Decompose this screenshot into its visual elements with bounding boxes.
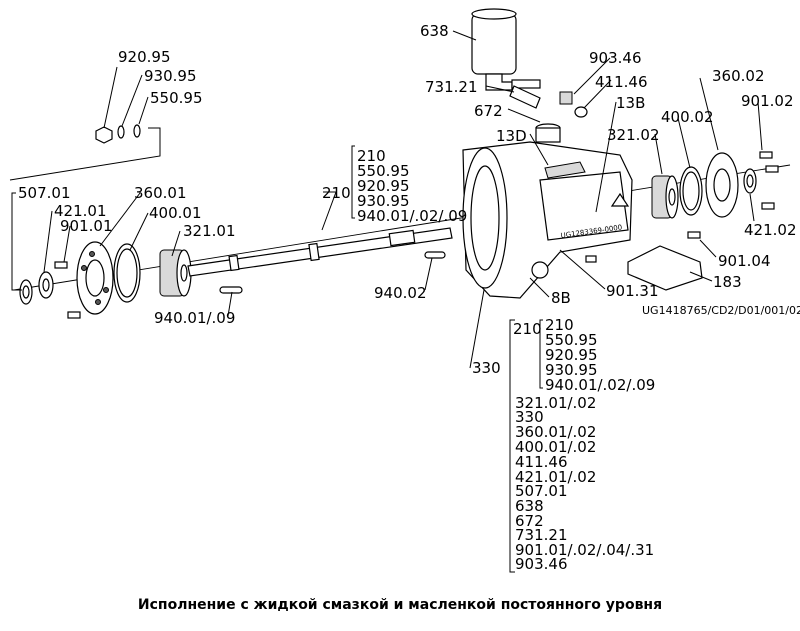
label-920-95: 920.95 (118, 48, 171, 66)
label-183: 183 (713, 273, 742, 291)
part-421-02 (743, 168, 757, 194)
assembly-item: 330 (515, 408, 544, 426)
assembly-sub-item: 210 (545, 316, 574, 334)
label-13b: 13B (616, 94, 645, 112)
assembly-sub-item: 920.95 (545, 346, 598, 364)
shaft-group-item: 920.95 (357, 177, 410, 195)
shaft-group-item: 550.95 (357, 162, 410, 180)
assembly-item: 672 (515, 512, 544, 530)
shaft-210 (187, 227, 453, 277)
label-903-46: 903.46 (589, 49, 642, 67)
label-901-04: 901.04 (718, 252, 771, 270)
label-901-02: 901.02 (741, 92, 794, 110)
shaft-group-bracket (351, 145, 355, 219)
label-330: 330 (472, 359, 501, 377)
oiler-638 (471, 8, 541, 91)
assembly-bracket (509, 319, 515, 573)
housing-330 (462, 141, 633, 299)
seal-411-46 (574, 106, 588, 118)
label-550-95: 550.95 (150, 89, 203, 107)
label-638: 638 (420, 22, 449, 40)
assembly-item: 400.01/.02 (515, 438, 596, 456)
label-360-02: 360.02 (712, 67, 765, 85)
leader-lines (9, 30, 763, 369)
part-400-01 (113, 243, 141, 303)
fitting-731-21 (509, 85, 541, 109)
label-901-31: 901.31 (606, 282, 659, 300)
assembly-subbracket (539, 319, 543, 389)
part-672 (535, 123, 561, 143)
assembly-head: 210 (513, 320, 542, 338)
screw-901-04 (687, 231, 701, 239)
shaft-group-item: 930.95 (357, 192, 410, 210)
assembly-list: 210 210 550.95 920.95 930.95 940.01/.02/… (513, 316, 655, 573)
assembly-item: 638 (515, 497, 544, 515)
assembly-item: 360.01/.02 (515, 423, 596, 441)
assembly-item: 411.46 (515, 453, 568, 471)
shaft-group-item: 940.01/.02/.09 (357, 207, 467, 225)
drawing-code: UG1418765/CD2/D01/001/02 (642, 304, 800, 317)
key-940-02 (424, 251, 446, 259)
assembly-item: 901.01/.02/.04/.31 (515, 541, 654, 559)
shaft-group-item: 210 (357, 147, 386, 165)
label-507-01: 507.01 (18, 184, 71, 202)
label-672: 672 (474, 102, 503, 120)
label-731-21: 731.21 (425, 78, 478, 96)
label-8b: 8B (551, 289, 571, 307)
label-421-01: 421.01 (54, 202, 107, 220)
part-507-01 (19, 279, 33, 305)
label-321-02: 321.02 (607, 126, 660, 144)
assembly-item: 321.01/.02 (515, 394, 596, 412)
assembly-sub-item: 930.95 (545, 361, 598, 379)
shaft-group-list: 210 550.95 920.95 930.95 940.01/.02/.09 (357, 147, 467, 225)
assembly-item: 903.46 (515, 555, 568, 573)
label-411-46: 411.46 (595, 73, 648, 91)
label-210: 210 (322, 184, 351, 202)
label-400-02: 400.02 (661, 108, 714, 126)
screw-920-95-group (95, 124, 141, 144)
label-360-01: 360.01 (134, 184, 187, 202)
plug-903-46 (559, 91, 573, 105)
screw-901-01 (54, 261, 81, 319)
bearing-321-01 (159, 249, 192, 297)
label-940-02: 940.02 (374, 284, 427, 302)
assembly-sub-item: 550.95 (545, 331, 598, 349)
part-360-01 (76, 241, 114, 315)
assembly-item: 421.01/.02 (515, 468, 596, 486)
screw-901-02 (759, 151, 779, 210)
part-400-02 (679, 166, 703, 216)
bearing-321-02 (651, 175, 679, 219)
assembly-item: 507.01 (515, 482, 568, 500)
foot-183 (627, 245, 703, 291)
label-930-95: 930.95 (144, 67, 197, 85)
label-940-01-09: 940.01/.09 (154, 309, 235, 327)
key-940-01-09 (219, 286, 243, 294)
label-421-02: 421.02 (744, 221, 797, 239)
part-421-01 (38, 271, 54, 299)
label-901-01: 901.01 (60, 217, 113, 235)
label-400-01: 400.01 (149, 204, 202, 222)
label-321-01: 321.01 (183, 222, 236, 240)
assembly-sub-item: 940.01/.02/.09 (545, 376, 655, 394)
part-360-02 (705, 152, 739, 218)
screw-901-31 (585, 255, 597, 263)
figure-caption: Исполнение с жидкой смазкой и масленкой … (137, 597, 663, 613)
assembly-item: 731.21 (515, 526, 568, 544)
label-13d: 13D (496, 127, 527, 145)
